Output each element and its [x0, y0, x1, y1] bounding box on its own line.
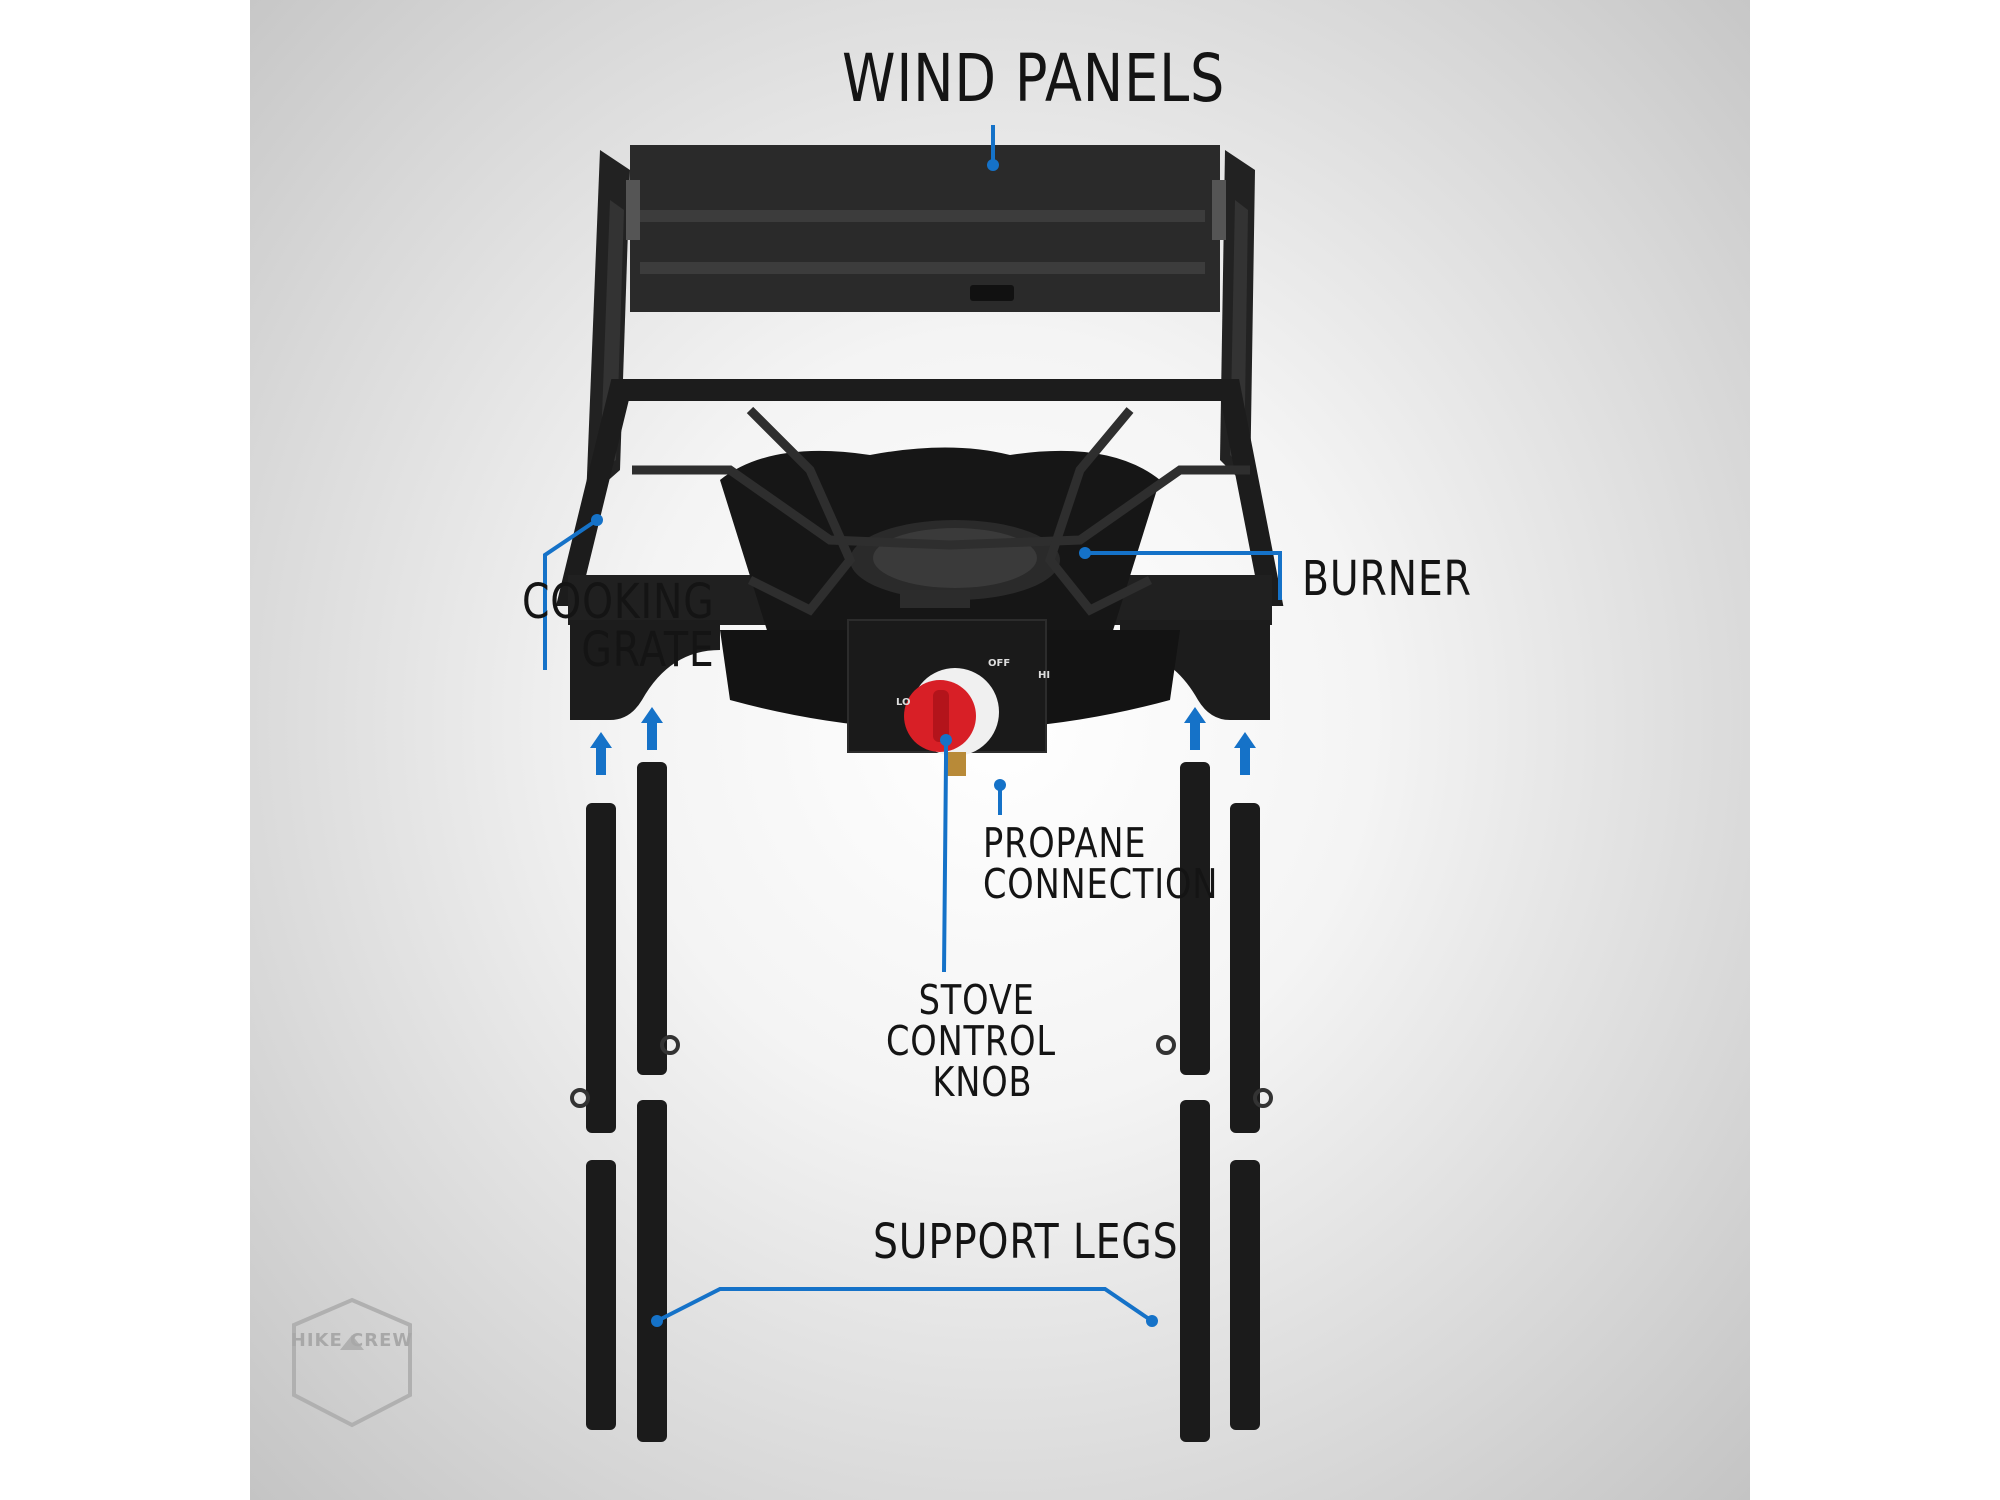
leg-lower-1 [586, 1160, 616, 1430]
label-line: PROPANE [983, 819, 1147, 867]
callout-lines [543, 125, 1282, 1323]
label-support-legs: SUPPORT LEGS [873, 1214, 1179, 1270]
label-propane-connection: PROPANE CONNECTION [983, 823, 1218, 905]
label-line: CONNECTION [983, 860, 1219, 908]
callout-dot [987, 159, 999, 171]
callout-dot [1079, 547, 1091, 559]
callout-dots [591, 159, 1158, 1327]
label-stove-control-knob: STOVE CONTROL KNOB [886, 980, 1056, 1103]
brand-badge [900, 590, 970, 608]
wind-panel-rib-bottom [640, 262, 1205, 274]
tent-icon [340, 1335, 364, 1350]
logo-text: HIKE CREW [290, 1330, 414, 1351]
arrow-up-icon [1184, 707, 1206, 750]
leg-pin-4 [1253, 1088, 1273, 1108]
hinge-right [1212, 180, 1226, 240]
leg-upper-1 [586, 803, 616, 1133]
callout-dot [1146, 1315, 1158, 1327]
leg-upper-4 [1230, 803, 1260, 1133]
hike-crew-logo [292, 1297, 412, 1428]
wind-panel-rear [630, 145, 1220, 312]
wind-panel-handle [970, 285, 1014, 301]
cooking-grate-bar-3 [1044, 407, 1153, 616]
label-wind-panels: WIND PANELS [842, 40, 1226, 117]
leg-lower-3 [1180, 1100, 1210, 1442]
control-knob-grip [933, 690, 949, 742]
cooking-grate-bar-2 [746, 406, 856, 616]
insert-arrows [590, 707, 1256, 775]
callout-dot [651, 1315, 663, 1327]
leg-upper-3 [1180, 762, 1210, 1075]
burner-jets [873, 528, 1037, 588]
leg-upper-2 [637, 762, 667, 1075]
leg-pin-2 [660, 1035, 680, 1055]
knob-mark-off: OFF [988, 658, 1010, 669]
callout-dot [591, 514, 603, 526]
camp-stove-diagram: OFF HI LO [292, 125, 1284, 1442]
arrow-up-icon [641, 707, 663, 750]
label-line: KNOB [932, 1058, 1033, 1106]
knob-mark-hi: HI [1038, 670, 1050, 681]
callout-dot [940, 734, 952, 746]
cooking-grate-bar-1 [632, 465, 1250, 550]
hinge-left [626, 180, 640, 240]
leg-lower-4 [1230, 1160, 1260, 1430]
callout-line-legs [656, 1287, 1154, 1323]
label-line: COOKING [522, 574, 715, 630]
leg-socket-left [570, 620, 720, 720]
wind-panels [586, 145, 1255, 500]
label-line: GRATE [581, 622, 715, 678]
label-line: STOVE [918, 976, 1035, 1024]
label-line: CONTROL [886, 1017, 1056, 1065]
stove-body [555, 379, 1284, 776]
callout-line-burner [1085, 551, 1282, 600]
leg-pin-1 [570, 1088, 590, 1108]
diagram-stage: OFF HI LO WIND PANELS COOKING GRATE BURN… [250, 0, 1750, 1500]
callout-dot [994, 779, 1006, 791]
leg-pin-3 [1156, 1035, 1176, 1055]
knob-mark-lo: LO [896, 697, 911, 708]
label-burner: BURNER [1302, 551, 1472, 607]
propane-fitting [946, 752, 966, 776]
leg-lower-2 [637, 1100, 667, 1442]
arrow-up-icon [1234, 732, 1256, 775]
callout-line-cooking-grate [543, 518, 599, 670]
callout-line-knob [942, 740, 948, 973]
wind-panel-rib-top [640, 210, 1205, 222]
arrow-up-icon [590, 732, 612, 775]
support-legs [570, 762, 1273, 1442]
label-cooking-grate: COOKING GRATE [522, 578, 715, 674]
